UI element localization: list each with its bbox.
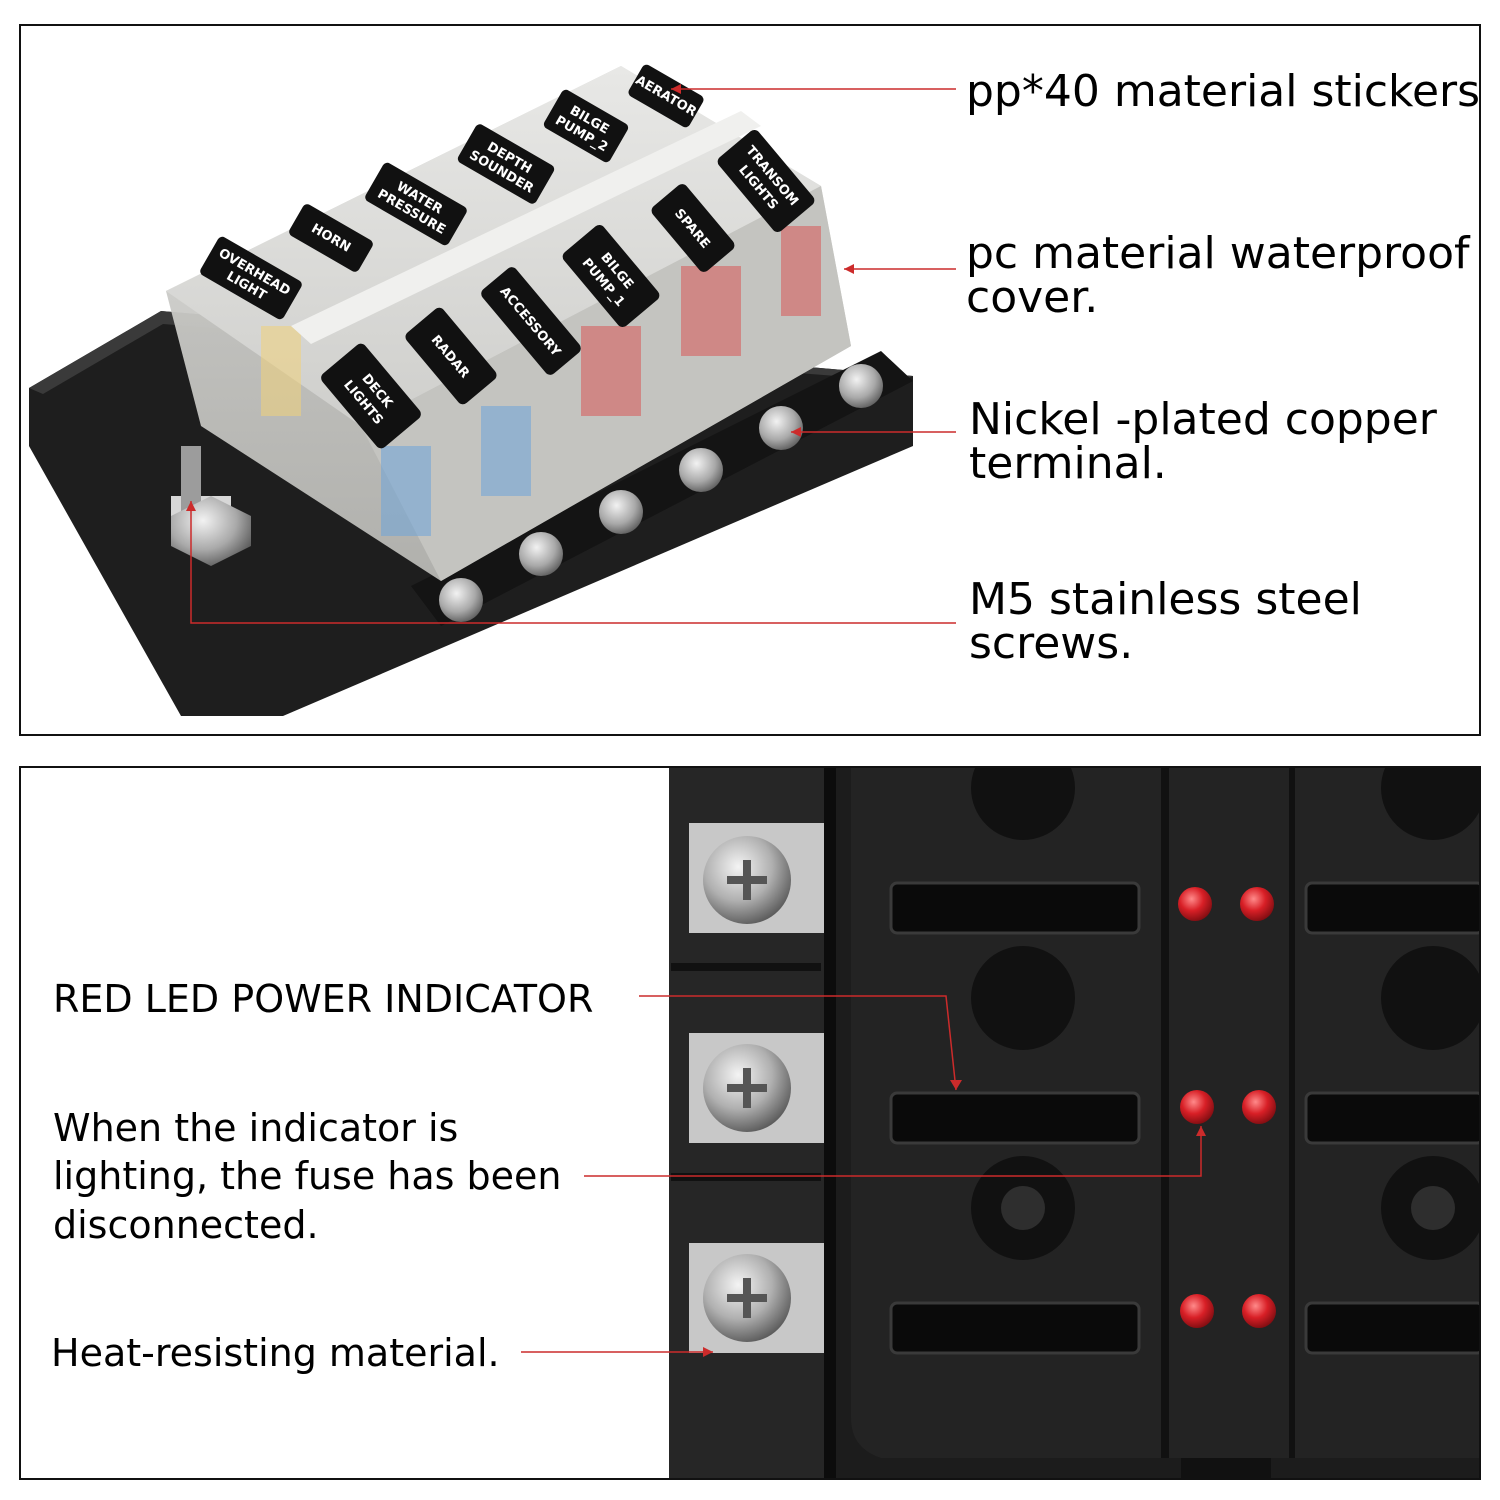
callout-text: disconnected. xyxy=(53,1202,319,1247)
sticker xyxy=(200,236,302,320)
screw-icon xyxy=(839,364,883,408)
callout-screws: M5 stainless steel screws. xyxy=(969,578,1362,666)
callout-terminal: Nickel -plated copper terminal. xyxy=(969,398,1437,486)
screw-icon xyxy=(599,490,643,534)
callout-led: RED LED POWER INDICATOR xyxy=(53,980,593,1018)
sticker xyxy=(717,129,815,233)
callout-indicator-note: When the indicator is lighting, the fuse… xyxy=(53,1104,562,1249)
screw-icon xyxy=(759,406,803,450)
sticker xyxy=(628,64,704,128)
sticker xyxy=(457,124,555,204)
led-icon xyxy=(1240,887,1274,921)
red-led-indicators xyxy=(1178,887,1276,1328)
callout-text: pp*40 material stickers xyxy=(966,66,1481,117)
sticker xyxy=(543,89,629,163)
sticker xyxy=(405,307,497,405)
callout-text: RED LED POWER INDICATOR xyxy=(53,977,594,1021)
screw-icon xyxy=(679,448,723,492)
callout-text: lighting, the fuse has been xyxy=(53,1154,562,1199)
callout-text: When the indicator is xyxy=(53,1106,459,1150)
screw-icon xyxy=(439,578,483,622)
stickers-back-row: AERATOR BILGE PUMP_2 DEPTH SOUNDER WATER… xyxy=(200,64,704,320)
callout-text: screws. xyxy=(969,618,1134,669)
callout-stickers: pp*40 material stickers xyxy=(966,66,1481,117)
led-icon xyxy=(1242,1294,1276,1328)
sticker xyxy=(481,267,581,375)
screw-terminals xyxy=(439,364,883,622)
sticker xyxy=(289,204,373,272)
terminal-screws xyxy=(689,823,824,1353)
sticker xyxy=(562,224,660,328)
led-icon xyxy=(1242,1090,1276,1124)
sticker xyxy=(651,184,735,272)
led-icon xyxy=(1178,887,1212,921)
led-icon xyxy=(1180,1090,1214,1124)
callout-text: terminal. xyxy=(969,438,1167,489)
callout-text: Nickel -plated copper xyxy=(969,394,1437,445)
fuse-box-closeup xyxy=(521,768,1479,1478)
screw-icon xyxy=(519,532,563,576)
callout-text: pc material waterproof xyxy=(966,228,1470,279)
callout-heat-resist: Heat-resisting material. xyxy=(51,1334,500,1372)
fuse-box-illustration: AERATOR BILGE PUMP_2 DEPTH SOUNDER WATER… xyxy=(29,64,956,716)
callout-text: cover. xyxy=(966,272,1099,323)
leader-lines xyxy=(190,88,956,624)
led-icon xyxy=(1180,1294,1214,1328)
bottom-panel: RED LED POWER INDICATOR When the indicat… xyxy=(19,766,1481,1480)
callout-text: M5 stainless steel xyxy=(969,574,1362,625)
callout-cover: pc material waterproof cover. xyxy=(966,232,1470,320)
callout-text: Heat-resisting material. xyxy=(51,1331,500,1375)
top-panel: AERATOR BILGE PUMP_2 DEPTH SOUNDER WATER… xyxy=(19,24,1481,736)
sticker xyxy=(321,343,421,449)
sticker xyxy=(365,162,467,246)
